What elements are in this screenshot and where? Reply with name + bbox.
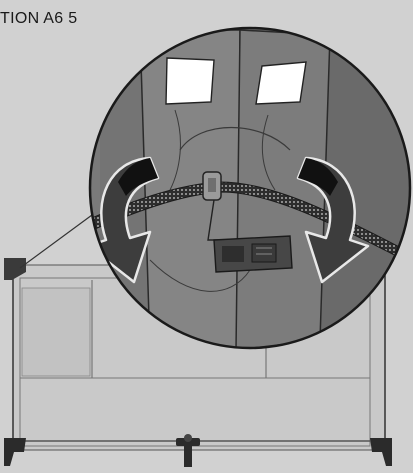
instruction-caption: TION A6 5 bbox=[0, 10, 78, 27]
webbing-strap bbox=[90, 181, 410, 269]
corner-top-left bbox=[4, 258, 26, 280]
rotate-left-arrow-icon bbox=[90, 156, 160, 284]
magnified-detail bbox=[88, 26, 412, 350]
buckle-icon bbox=[202, 171, 293, 273]
corner-bottom-left bbox=[4, 438, 26, 466]
fabric-label-left bbox=[165, 57, 215, 105]
rotate-right-arrow-icon bbox=[296, 156, 370, 284]
zoom-leader-line bbox=[19, 214, 93, 269]
fabric-label-right bbox=[255, 61, 307, 105]
center-leg-hub bbox=[176, 434, 200, 467]
corner-bottom-right bbox=[370, 438, 392, 466]
